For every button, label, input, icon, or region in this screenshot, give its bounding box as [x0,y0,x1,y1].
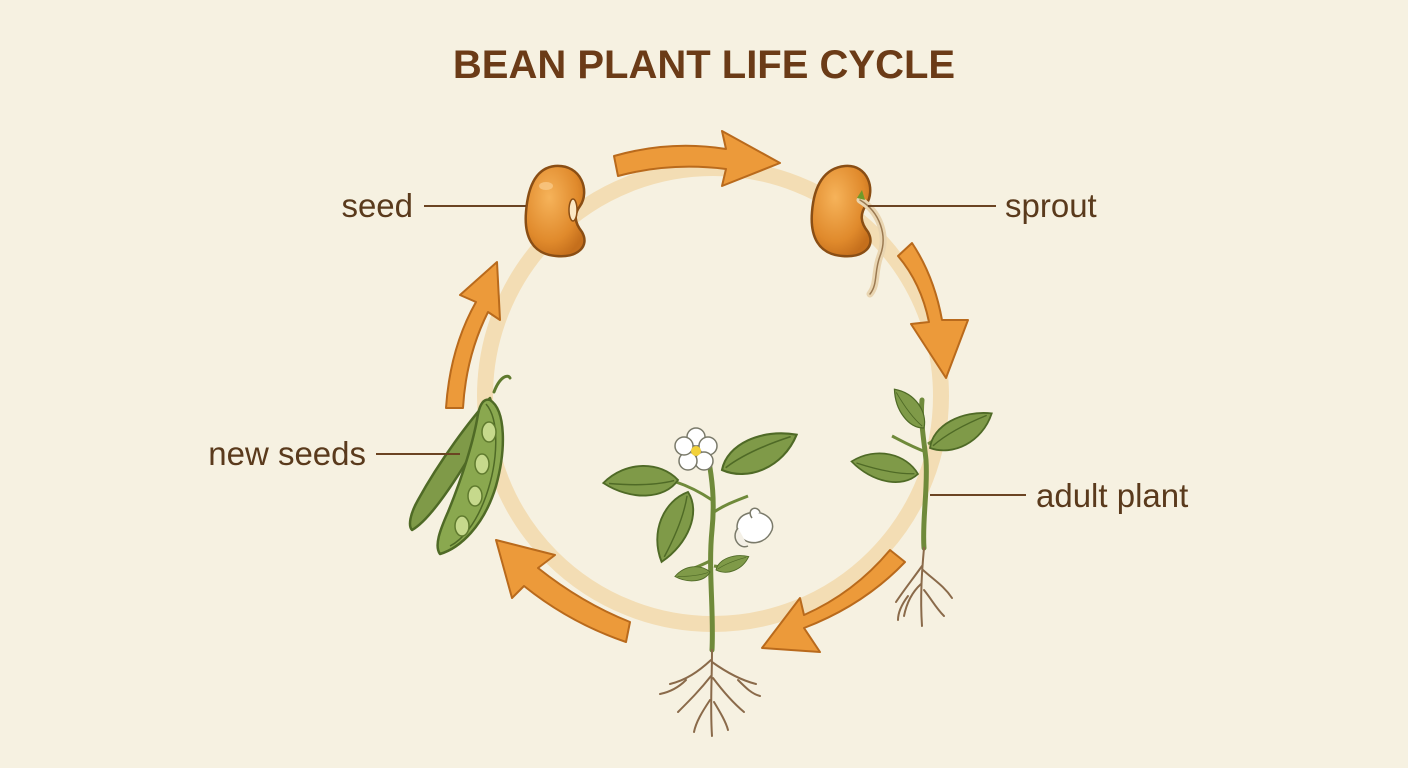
cycle-arrows [445,130,969,653]
flowering-plant-illustration [601,423,805,737]
flower-top [674,427,718,471]
arrow-seed-to-sprout [613,130,781,187]
arrow-sprout-to-adult [897,242,969,379]
diagram-title: BEAN PLANT LIFE CYCLE [453,43,955,87]
label-seed: seed [341,187,413,224]
flower-side [734,507,774,548]
seed-illustration [524,164,586,258]
label-adult-plant-group: adult plant [930,477,1188,514]
label-new-seeds: new seeds [208,435,366,472]
sprout-illustration [810,164,887,298]
arrow-pods-to-seed [445,261,501,409]
arrow-flowering-to-pods [495,539,631,643]
label-sprout-group: sprout [868,187,1097,224]
arrow-adult-to-flowering [761,549,906,653]
label-sprout: sprout [1005,187,1097,224]
bean-pods-illustration [408,374,512,556]
label-adult-plant: adult plant [1036,477,1188,514]
label-seed-group: seed [341,187,526,224]
adult-plant-illustration [848,381,1000,627]
label-new-seeds-group: new seeds [208,435,460,472]
